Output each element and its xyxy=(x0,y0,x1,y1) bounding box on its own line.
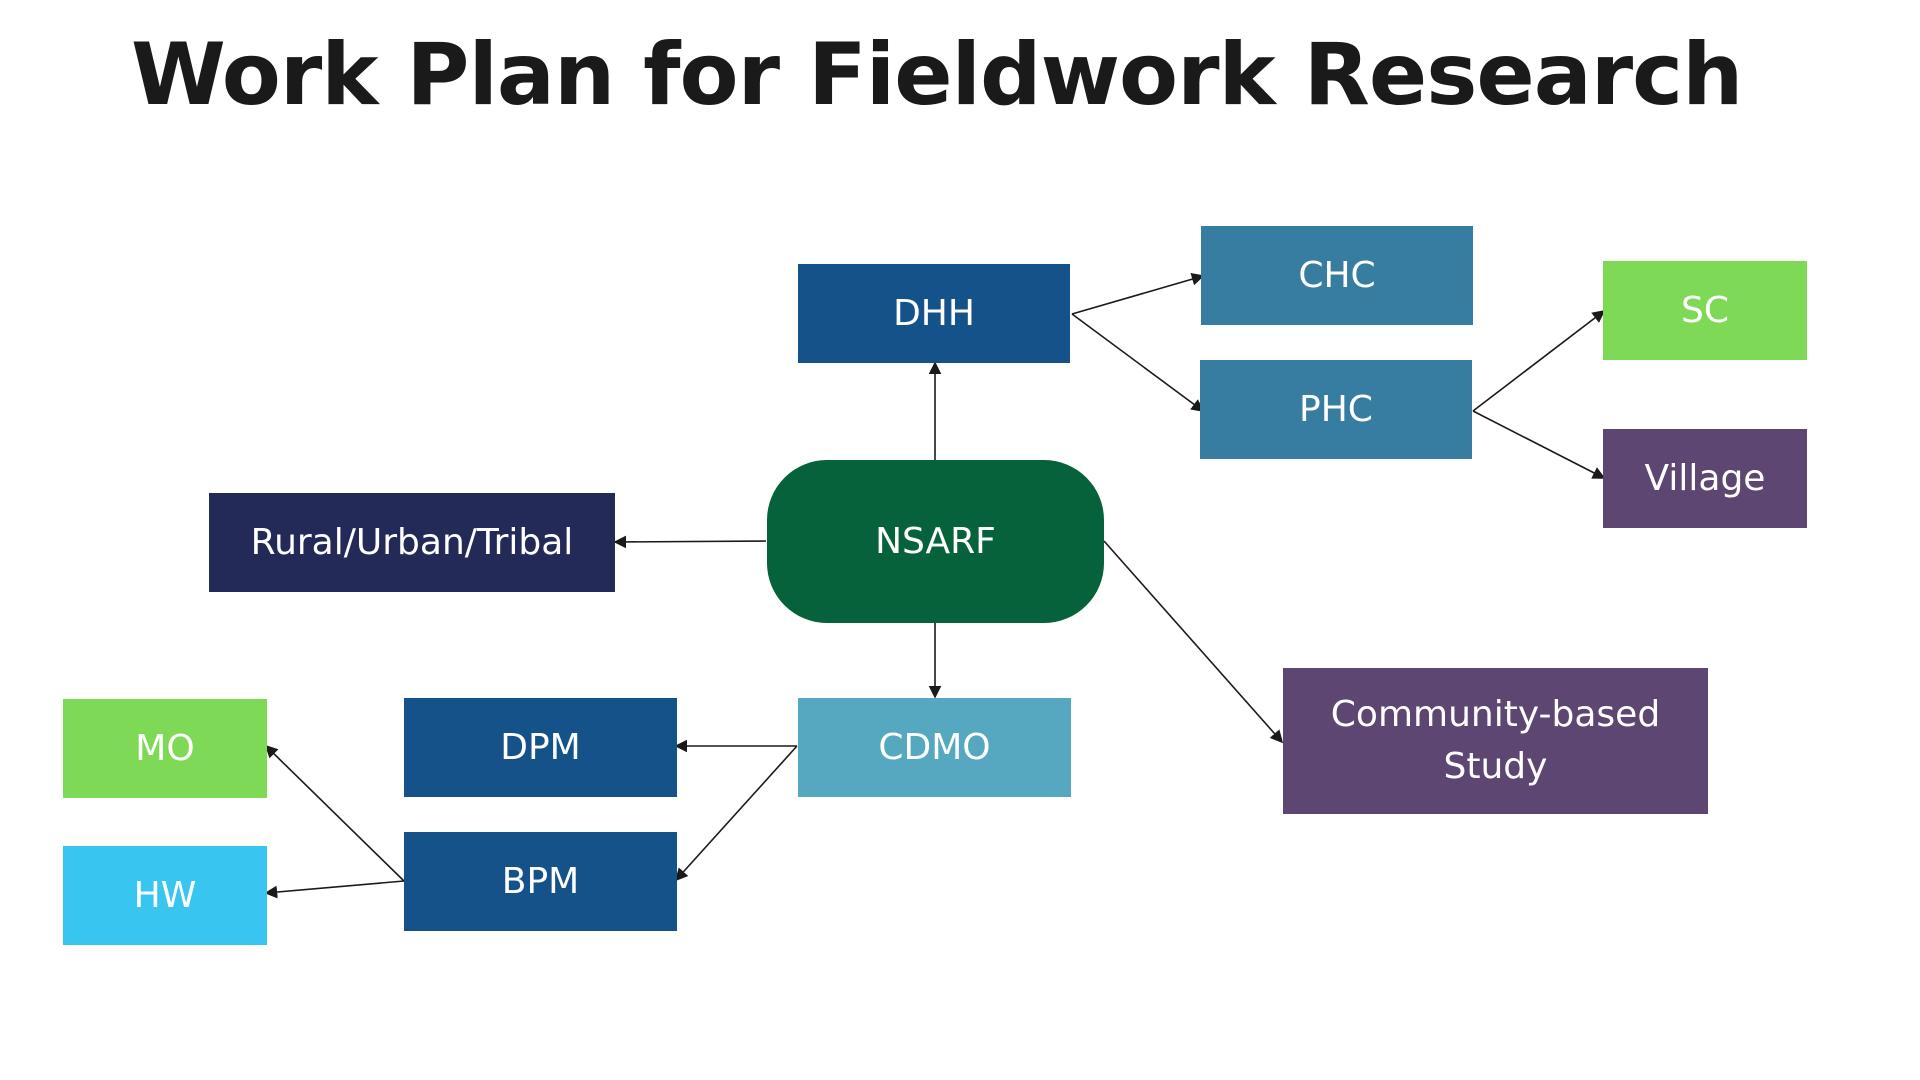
node-rural-urban-tribal: Rural/Urban/Tribal xyxy=(209,493,615,592)
node-village: Village xyxy=(1603,429,1807,528)
node-sc-label: SC xyxy=(1681,289,1729,331)
arrow-bpm-to-mo xyxy=(264,744,405,882)
node-rural-urban-tribal-label: Rural/Urban/Tribal xyxy=(250,521,574,563)
arrow-nsarf-to-community-based-study xyxy=(1103,540,1284,744)
node-chc-label: CHC xyxy=(1298,254,1376,296)
node-village-label: Village xyxy=(1644,457,1766,499)
diagram-title: Work Plan for Fieldwork Research xyxy=(131,25,1743,125)
node-nsarf-label: NSARF xyxy=(875,520,996,562)
arrow-dhh-to-chc xyxy=(1071,272,1205,315)
node-bpm: BPM xyxy=(404,832,677,931)
node-dhh-label: DHH xyxy=(893,292,975,334)
node-hw: HW xyxy=(63,846,267,945)
node-chc: CHC xyxy=(1201,226,1473,325)
node-dhh: DHH xyxy=(798,264,1070,363)
node-mo-label: MO xyxy=(135,727,195,769)
node-phc-label: PHC xyxy=(1299,388,1373,430)
node-sc: SC xyxy=(1603,261,1807,360)
node-bpm-label: BPM xyxy=(501,860,580,902)
node-hw-label: HW xyxy=(133,874,197,916)
node-dpm: DPM xyxy=(404,698,677,797)
node-nsarf: NSARF xyxy=(767,460,1104,623)
arrow-cdmo-to-bpm xyxy=(674,745,798,882)
node-cdmo: CDMO xyxy=(798,698,1071,797)
arrow-nsarf-to-rural-urban-tribal xyxy=(613,535,767,549)
node-community-based-study: Community-based Study xyxy=(1283,668,1708,814)
arrow-phc-to-sc xyxy=(1472,310,1606,412)
node-cdmo-label: CDMO xyxy=(878,726,991,768)
arrow-phc-to-village xyxy=(1472,410,1606,479)
node-dpm-label: DPM xyxy=(500,726,581,768)
arrow-bpm-to-hw xyxy=(264,880,405,899)
arrow-dhh-to-phc xyxy=(1071,313,1205,412)
node-community-based-study-label: Community-based Study xyxy=(1330,694,1661,787)
node-mo: MO xyxy=(63,699,267,798)
node-phc: PHC xyxy=(1200,360,1472,459)
